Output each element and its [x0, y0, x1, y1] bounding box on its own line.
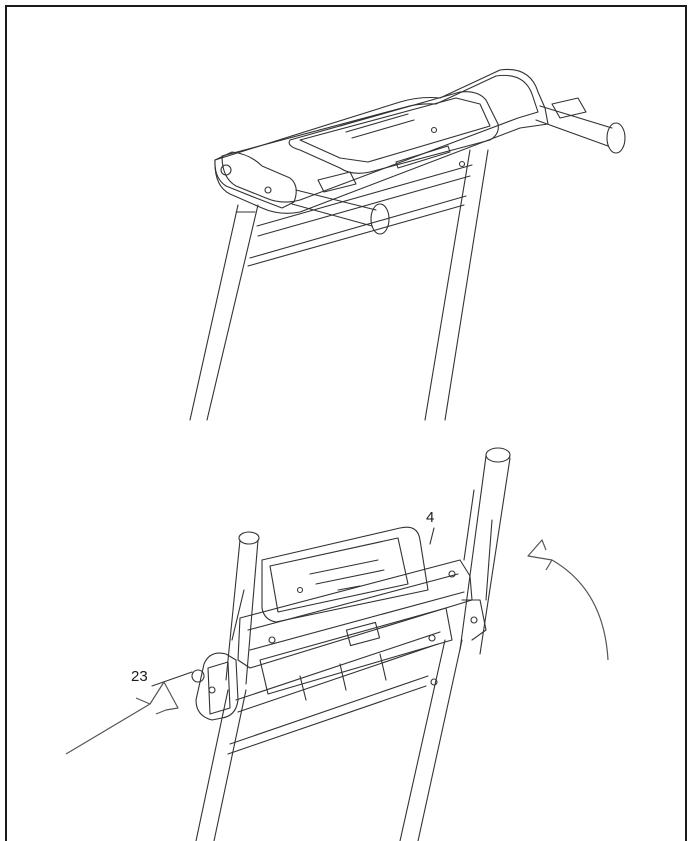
leader-line-4: [429, 527, 435, 545]
callout-label-4: 4: [426, 509, 435, 526]
left-upright: [189, 204, 259, 421]
figure-border: [5, 5, 687, 841]
left-side-pod-folded: [195, 652, 239, 721]
curved-arrow-icon: [527, 539, 609, 661]
right-handle-post: [459, 455, 511, 655]
callout-label-23: 23: [131, 668, 148, 685]
right-upright-lower: [399, 639, 463, 841]
leader-line-23: [151, 671, 193, 687]
left-upright-lower: [195, 689, 247, 841]
top-figure-console-open: [189, 68, 626, 421]
console-frame: [214, 68, 549, 214]
crossbar-upper: [256, 164, 473, 237]
left-grip: [291, 189, 377, 227]
right-grip: [535, 105, 613, 147]
knob-23: [191, 669, 205, 683]
crossbar-lower: [247, 195, 467, 267]
bottom-figure-console-folded: [151, 447, 511, 841]
push-arrow-icon: [65, 681, 179, 755]
right-upright: [424, 149, 489, 421]
display-tray: [288, 91, 499, 174]
crossbar-lower-2: [227, 675, 429, 755]
folded-display: [261, 526, 429, 623]
crossbar-lower-1: [235, 631, 441, 713]
left-side-pod: [214, 151, 297, 209]
left-handle-post: [225, 539, 259, 685]
arrows: [65, 539, 609, 755]
